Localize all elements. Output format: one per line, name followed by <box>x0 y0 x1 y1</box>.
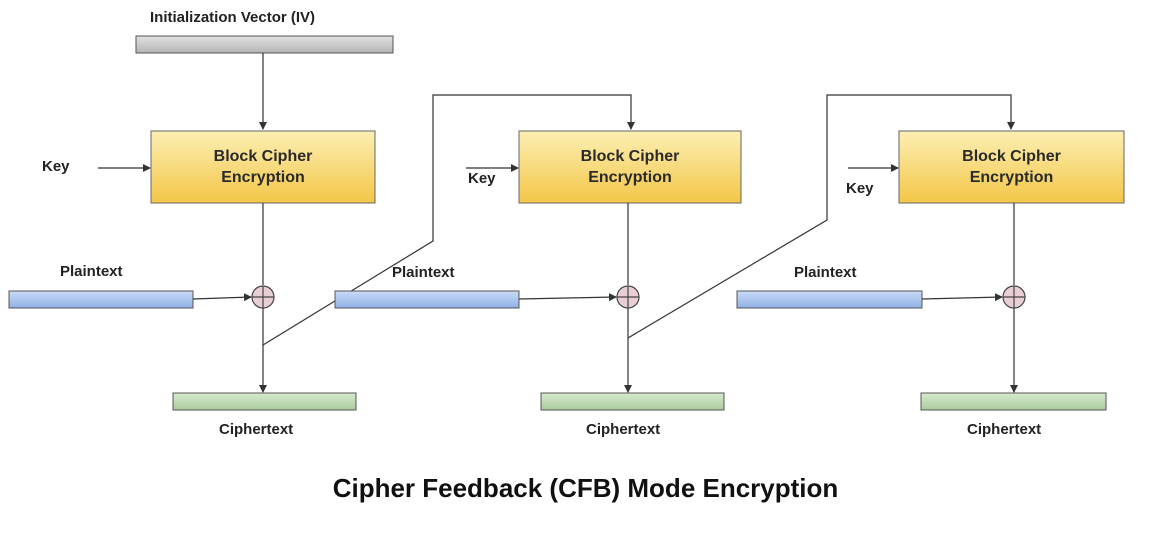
key-label-2: Key <box>468 170 496 187</box>
ciphertext-label-2: Ciphertext <box>586 421 661 438</box>
iv-bar <box>135 35 394 54</box>
key-label-1: Key <box>42 158 70 175</box>
block-cipher-box-3 <box>898 130 1125 204</box>
plaintext-arrow-3 <box>921 293 1003 302</box>
iv-label: Initialization Vector (IV) <box>150 9 316 26</box>
diagram-title: Cipher Feedback (CFB) Mode Encryption <box>332 473 839 503</box>
plaintext-arrow-1 <box>192 293 252 302</box>
ciphertext-bar-1 <box>172 392 357 411</box>
plaintext-bar-2 <box>334 290 520 309</box>
block-cipher-box-2 <box>518 130 742 204</box>
ciphertext-bar-2 <box>540 392 725 411</box>
plaintext-label-1: Plaintext <box>60 263 123 280</box>
ciphertext-label-1: Ciphertext <box>219 421 294 438</box>
plaintext-label-2: Plaintext <box>392 264 455 281</box>
ciphertext-label-3: Ciphertext <box>967 421 1042 438</box>
ciphertext-bar-3 <box>920 392 1107 411</box>
block-cipher-box-1 <box>150 130 376 204</box>
plaintext-label-3: Plaintext <box>794 264 857 281</box>
feedback-line-2 <box>627 94 1015 339</box>
key-label-3: Key <box>846 180 874 197</box>
xor-icon-3 <box>1002 285 1026 309</box>
feedback-line-1 <box>262 94 635 346</box>
xor-icon-2 <box>616 285 640 309</box>
plaintext-bar-1 <box>8 290 194 309</box>
plaintext-bar-3 <box>736 290 923 309</box>
plaintext-arrow-2 <box>518 293 617 302</box>
xor-icon-1 <box>251 285 275 309</box>
